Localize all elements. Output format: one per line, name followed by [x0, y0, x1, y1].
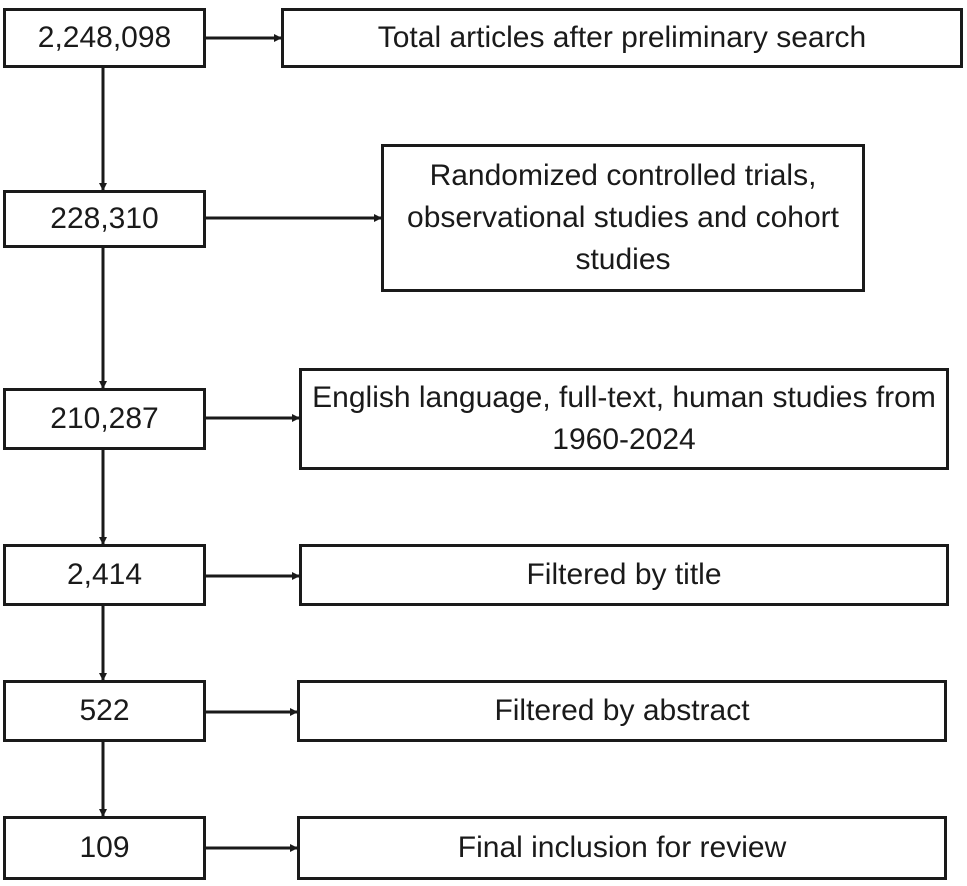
description-box-4: Filtered by title — [299, 544, 949, 606]
count-box-2: 228,310 — [3, 190, 206, 248]
count-box-3: 210,287 — [3, 388, 206, 450]
description-box-3: English language, full-text, human studi… — [299, 368, 949, 470]
count-box-5: 522 — [3, 680, 206, 742]
description-box-1: Total articles after preliminary search — [281, 8, 963, 68]
count-box-6: 109 — [3, 816, 206, 880]
description-box-6: Final inclusion for review — [297, 816, 947, 880]
count-box-4: 2,414 — [3, 544, 206, 606]
count-box-1: 2,248,098 — [3, 8, 206, 68]
description-box-2: Randomized controlled trials, observatio… — [381, 144, 865, 292]
description-box-5: Filtered by abstract — [297, 680, 947, 742]
